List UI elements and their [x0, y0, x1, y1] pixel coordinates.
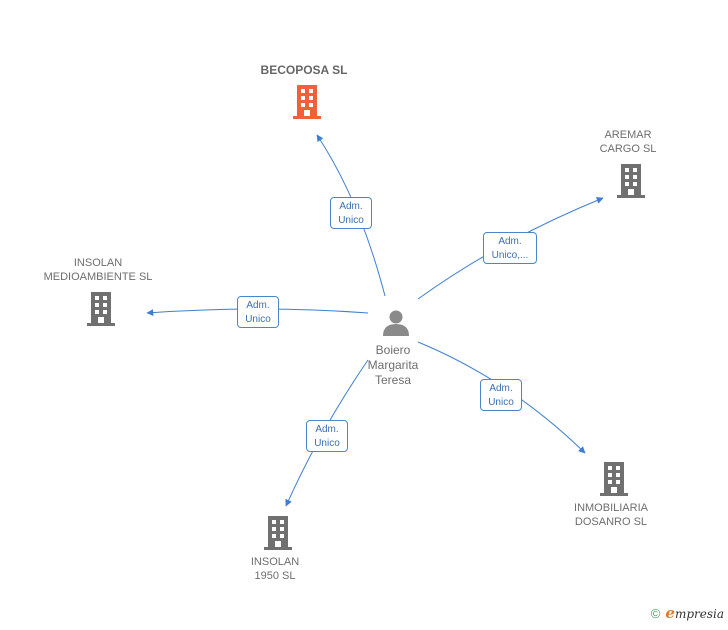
building-icon[interactable] [85, 290, 117, 331]
relation-line: Adm. [498, 236, 522, 247]
company-name-line: DOSANRO SL [574, 516, 648, 528]
relation-box-becoposa[interactable]: Adm. Unico [330, 197, 372, 229]
relation-line: Adm. [315, 424, 339, 435]
relation-box-inmobiliaria[interactable]: Adm. Unico [480, 379, 522, 411]
company-name-line: INSOLAN [73, 257, 123, 269]
company-name-line: CARGO SL [599, 143, 657, 155]
person-name[interactable]: Boiero Margarita Teresa [368, 343, 419, 388]
copyright-icon: © [650, 605, 661, 621]
company-name-line: INSOLAN [250, 556, 300, 568]
company-label-inmobiliaria[interactable]: INMOBILIARIA DOSANRO SL [574, 501, 648, 529]
relation-line: Adm. [339, 201, 363, 212]
person-icon[interactable] [381, 307, 411, 342]
building-icon[interactable] [291, 83, 323, 124]
person-name-line: Margarita [367, 358, 419, 372]
company-name-line: BECOPOSA SL [260, 63, 348, 77]
company-name-line: 1950 SL [254, 570, 296, 582]
relation-line: Unico [488, 397, 514, 408]
relation-box-insolan-medio[interactable]: Adm. Unico [237, 296, 279, 328]
company-label-insolan-1950[interactable]: INSOLAN 1950 SL [251, 555, 299, 583]
company-label-insolan-medio[interactable]: INSOLAN MEDIOAMBIENTE SL [44, 256, 153, 284]
relation-line: Adm. [489, 383, 513, 394]
empresia-footer: © empresia [651, 604, 724, 622]
relation-line: Unico [314, 438, 340, 449]
relation-box-aremar[interactable]: Adm. Unico,... [483, 232, 537, 264]
building-icon[interactable] [598, 460, 630, 501]
company-label-aremar[interactable]: AREMAR CARGO SL [600, 128, 657, 156]
company-name-line: AREMAR [604, 129, 652, 141]
logo-text: mpresia [674, 607, 724, 621]
relation-line: Unico,... [491, 250, 529, 261]
company-label-becoposa[interactable]: BECOPOSA SL [261, 63, 348, 77]
building-icon[interactable] [262, 514, 294, 555]
company-name-line: MEDIOAMBIENTE SL [43, 271, 153, 283]
relation-line: Unico [245, 314, 271, 325]
relation-box-insolan-1950[interactable]: Adm. Unico [306, 420, 348, 452]
person-name-line: Teresa [374, 373, 412, 387]
logo-initial: e [665, 604, 675, 622]
relation-line: Unico [338, 215, 364, 226]
empresia-logo[interactable]: empresia [665, 604, 724, 622]
company-name-line: INMOBILIARIA [574, 502, 648, 514]
person-name-line: Boiero [375, 343, 411, 357]
relation-line: Adm. [246, 300, 270, 311]
building-icon[interactable] [615, 162, 647, 203]
